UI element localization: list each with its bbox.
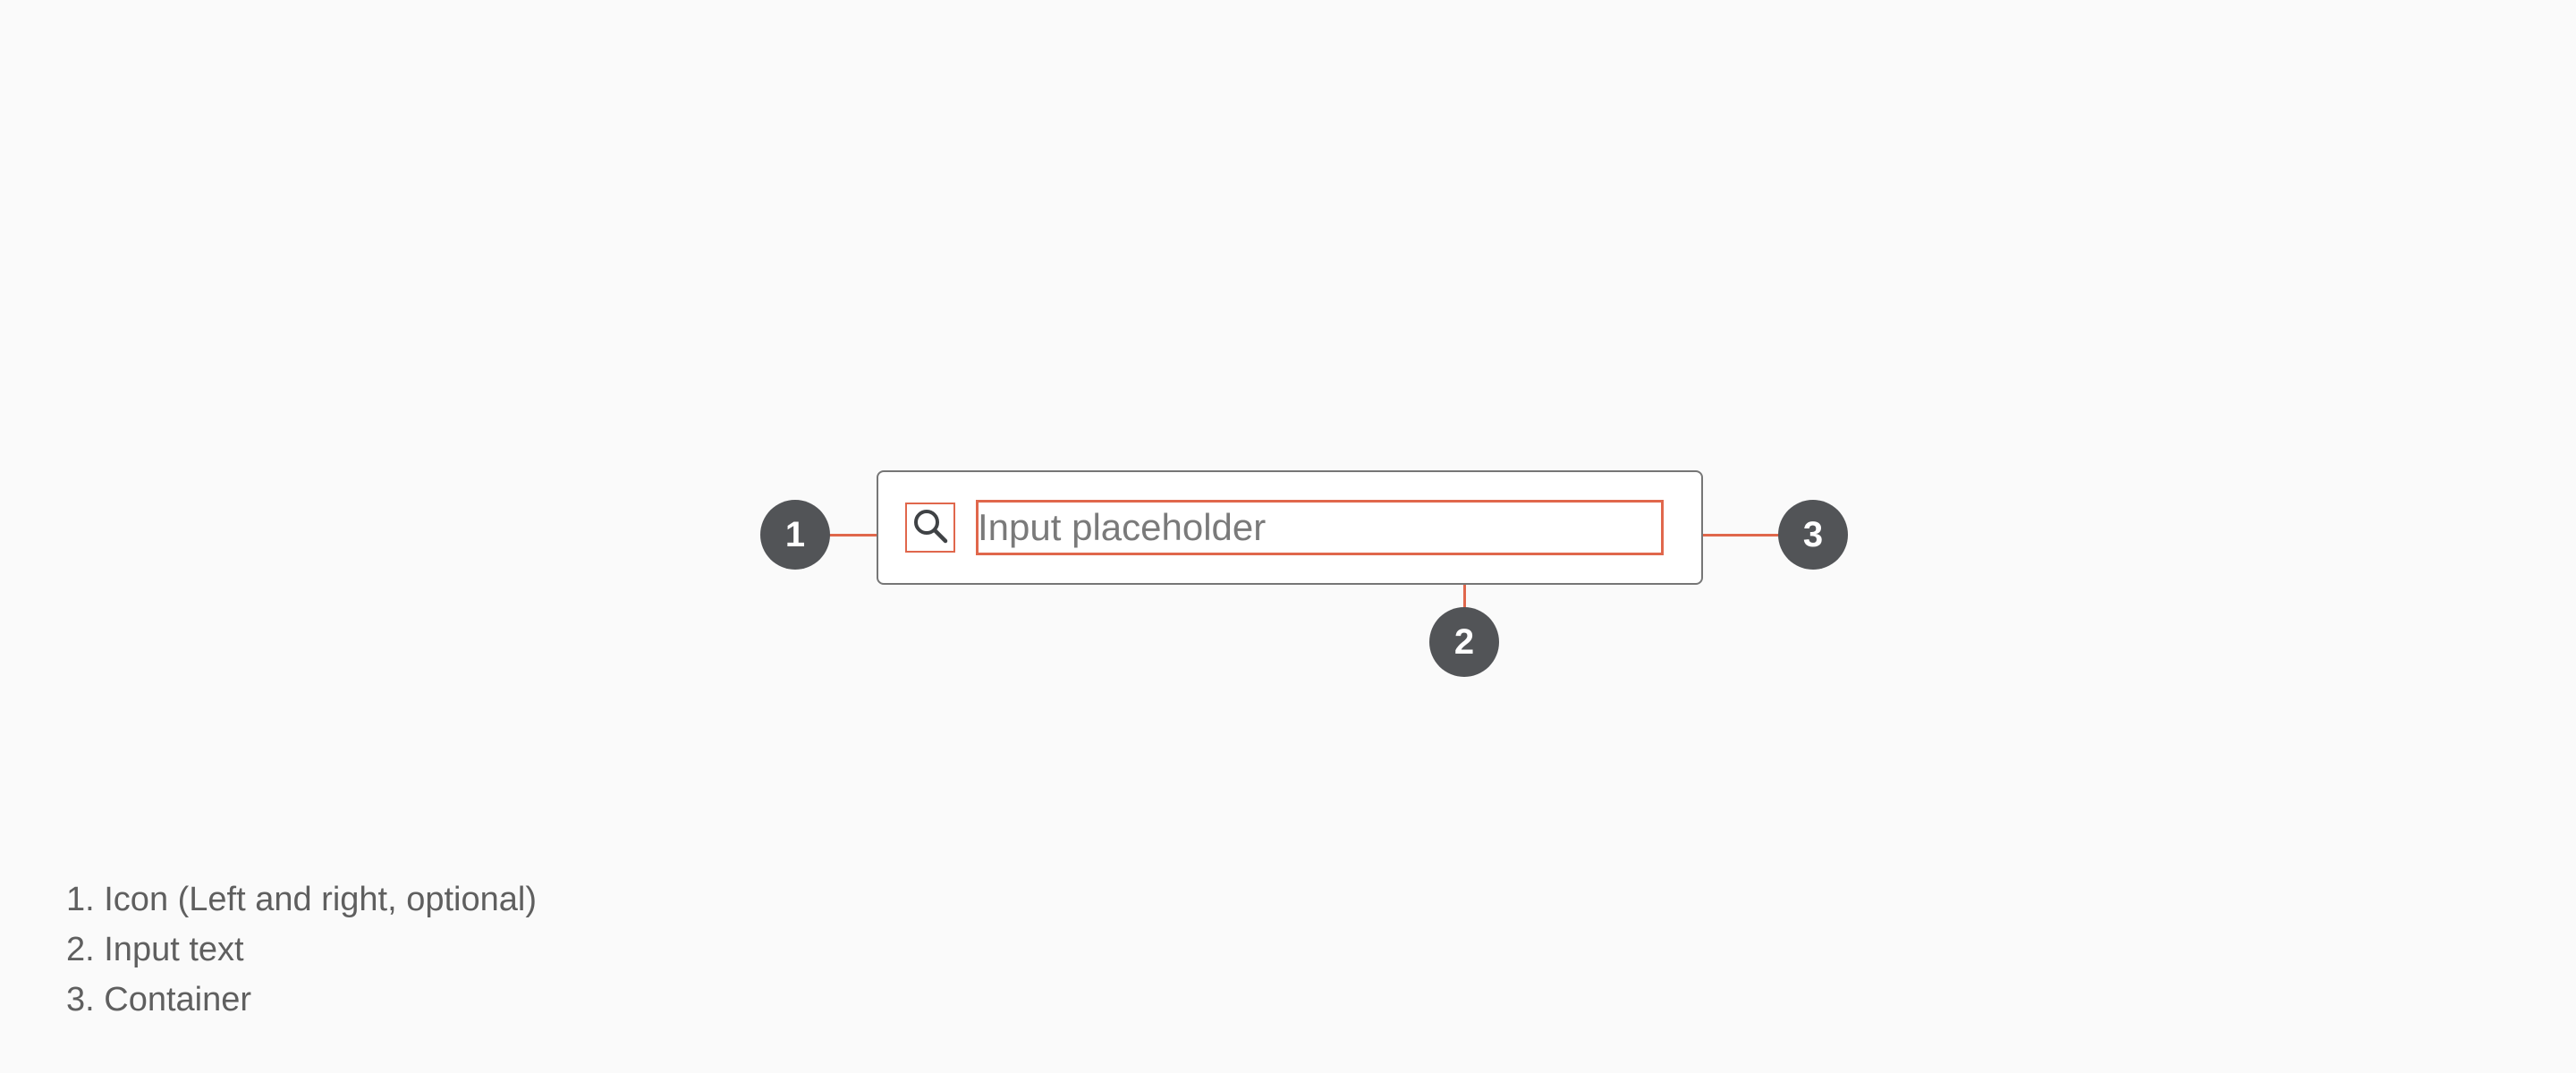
leader-line-icon [828, 534, 877, 536]
legend-item-icon: 1. Icon (Left and right, optional) [66, 881, 537, 918]
icon-highlight [905, 503, 955, 553]
input-text-highlight[interactable]: Input placeholder [976, 500, 1664, 555]
callout-badge-2: 2 [1429, 607, 1499, 677]
leader-line-input-text [1463, 585, 1466, 610]
leader-line-container [1703, 534, 1780, 536]
legend-list: 1. Icon (Left and right, optional) 2. In… [66, 874, 537, 1025]
legend-item-container: 3. Container [66, 981, 252, 1018]
input-container[interactable] [877, 470, 1703, 585]
search-icon [911, 506, 950, 550]
callout-badge-3: 3 [1778, 500, 1848, 570]
callout-badge-1: 1 [760, 500, 830, 570]
input-placeholder: Input placeholder [978, 506, 1267, 548]
legend-item-input-text: 2. Input text [66, 931, 244, 968]
